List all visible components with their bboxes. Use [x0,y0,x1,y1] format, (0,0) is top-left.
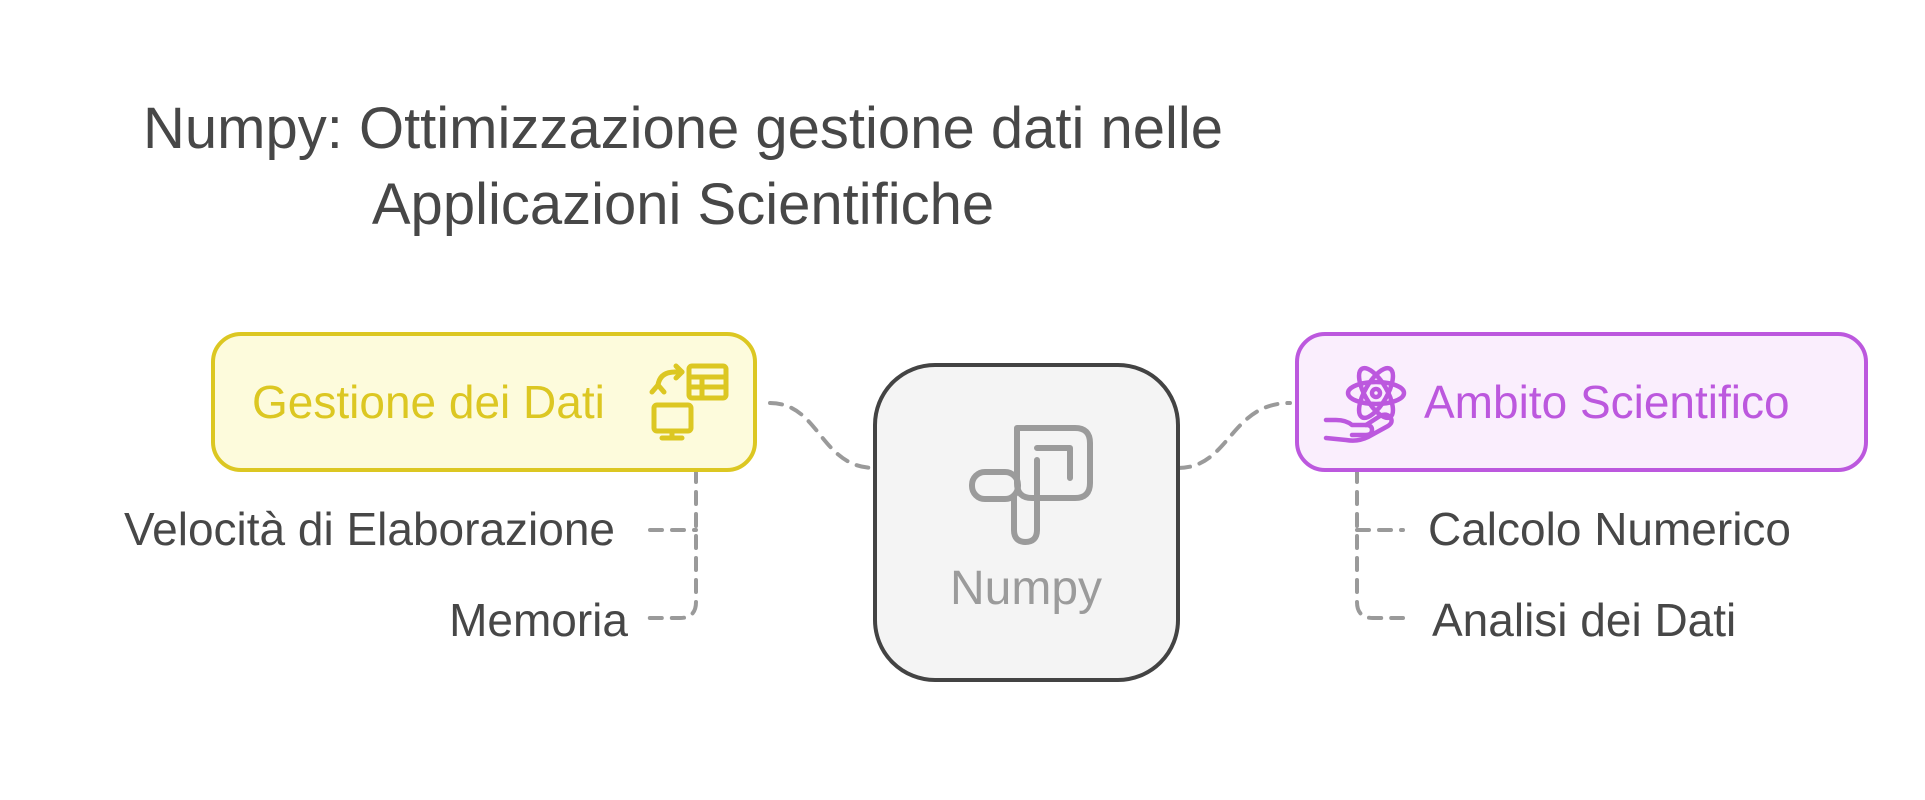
left-item-memoria: Memoria [449,594,628,646]
atom-hand-icon [1323,365,1407,443]
node-gestione-dei-dati-box [211,332,757,472]
diagram-title-line1: Numpy: Ottimizzazione gestione dati nell… [143,96,1223,161]
node-ambito-scientifico-box [1295,332,1868,472]
numpy-logo-icon [969,425,1093,545]
center-node-box [873,363,1180,682]
center-node-numpy[interactable]: Numpy [873,363,1180,682]
node-gestione-dei-dati-label: Gestione dei Dati [252,376,605,428]
node-ambito-scientifico-label: Ambito Scientifico [1424,376,1790,428]
connector-left-branch [644,468,698,620]
diagram-title-line2: Applicazioni Scientifiche [372,172,994,237]
right-item-calcolo-numerico: Calcolo Numerico [1428,503,1791,555]
connector-right-branch [1355,468,1405,620]
connectors [644,401,1405,620]
right-item-analisi-dei-dati: Analisi dei Dati [1432,594,1736,646]
data-transfer-table-monitor-icon [649,363,729,441]
node-ambito-scientifico[interactable]: Ambito Scientifico [1295,332,1868,472]
center-node-label: Numpy [950,562,1102,615]
node-gestione-dei-dati[interactable]: Gestione dei Dati [211,332,757,472]
left-item-velocita: Velocità di Elaborazione [124,503,615,555]
connector-center-to-right [1176,401,1292,470]
connector-left-to-center [768,401,877,470]
